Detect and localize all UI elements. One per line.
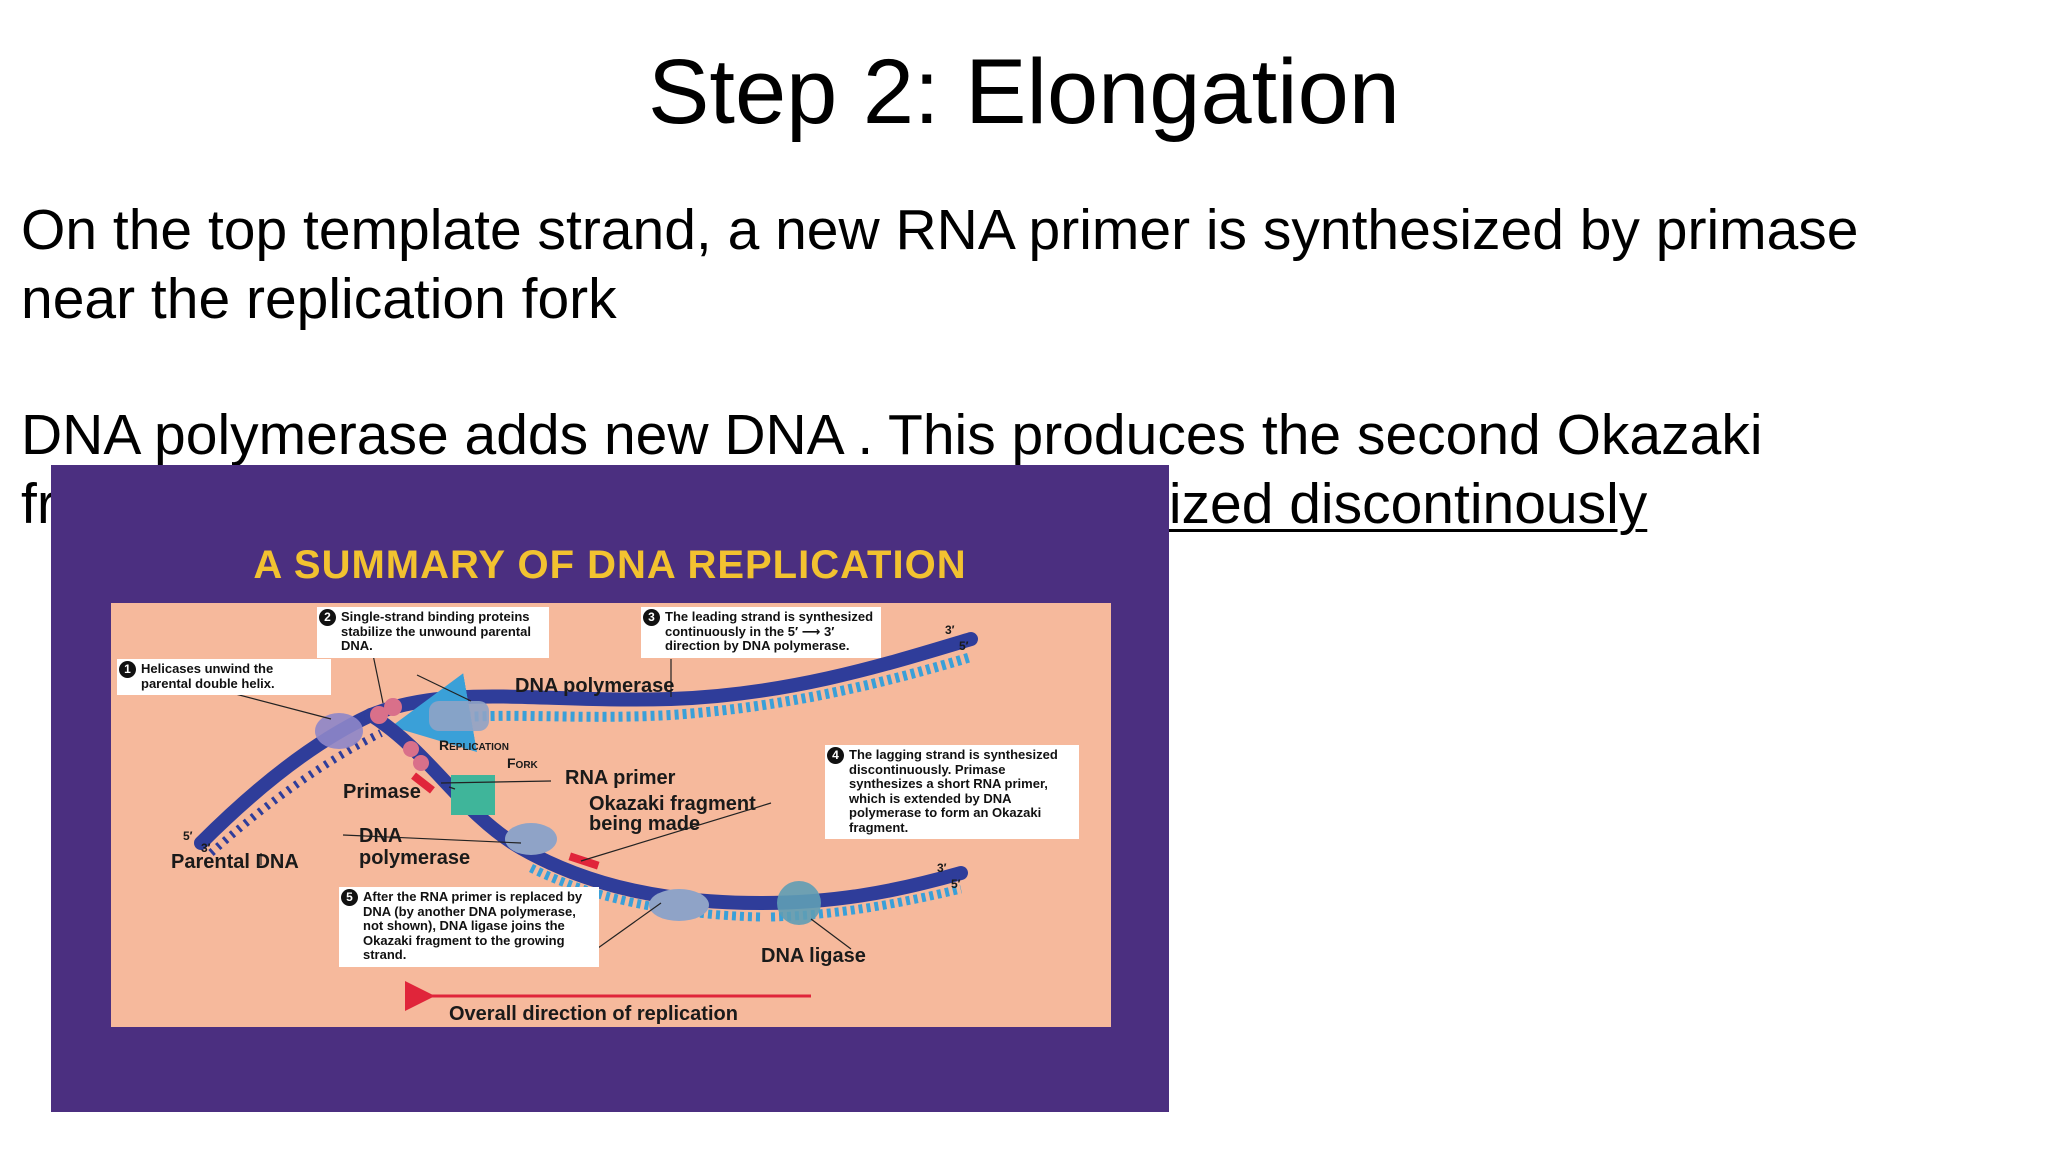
replication-diagram	[162, 632, 978, 1011]
callout-number: 1	[119, 661, 136, 678]
label-rna-primer: RNA primer	[565, 767, 676, 789]
dna-replication-figure: A SUMMARY OF DNA REPLICATION	[51, 465, 1169, 1112]
callout-text: The leading strand is synthesized contin…	[665, 609, 874, 653]
callout-number: 5	[341, 889, 358, 906]
label-primase: Primase	[343, 781, 421, 803]
paragraph-polymerase-line2-underlined: ized discontinously	[1168, 472, 1648, 536]
callout-4: 4 The lagging strand is synthesized disc…	[825, 745, 1079, 839]
label-5prime: 5′	[183, 829, 193, 843]
paragraph-primer: On the top template strand, a new RNA pr…	[21, 196, 1859, 334]
paragraph-polymerase-line2: fr ized discontinously	[21, 470, 1762, 539]
callout-text: The lagging strand is synthesized discon…	[849, 747, 1058, 835]
callout-text: After the RNA primer is replaced by DNA …	[363, 889, 583, 962]
rna-primer-lower	[568, 852, 600, 870]
helicase	[315, 713, 363, 749]
callout-2: 2 Single-strand binding proteins stabili…	[317, 607, 549, 658]
label-okazaki-line2: being made	[589, 813, 701, 835]
label-3prime: 3′	[945, 623, 955, 637]
label-5prime: 5′	[951, 877, 961, 891]
slide-title: Step 2: Elongation	[648, 41, 1400, 143]
pointer-line	[580, 802, 772, 862]
callout-number: 4	[827, 747, 844, 764]
label-3prime: 3′	[201, 841, 211, 855]
ssb-protein	[403, 741, 419, 757]
ssb-protein	[384, 698, 402, 716]
figure-title: A SUMMARY OF DNA REPLICATION	[253, 543, 967, 587]
figure-panel: 1 Helicases unwind the parental double h…	[111, 603, 1111, 1027]
ssb-protein	[413, 755, 429, 771]
paragraph-polymerase-line1: DNA polymerase adds new DNA . This produ…	[21, 403, 1763, 467]
pointer-line	[448, 786, 456, 790]
callout-number: 3	[643, 609, 660, 626]
label-dna-polymerase-top: DNA polymerase	[515, 675, 675, 697]
paragraph-primer-line1: On the top template strand, a new RNA pr…	[21, 198, 1859, 262]
callout-3: 3 The leading strand is synthesized cont…	[641, 607, 881, 658]
pointer-line	[342, 834, 522, 844]
pointer-line	[416, 674, 472, 702]
label-dna-polymerase-bottom-line2: polymerase	[359, 847, 471, 869]
callout-5: 5 After the RNA primer is replaced by DN…	[339, 887, 599, 967]
label-parental-dna: Parental DNA	[171, 851, 299, 873]
label-okazaki-line1: Okazaki fragment	[589, 793, 756, 815]
lagging-new-fragment-1	[528, 863, 762, 922]
lagging-dna-polymerase	[505, 823, 557, 855]
callout-text: Single-strand binding proteins stabilize…	[341, 609, 531, 653]
leading-dna-polymerase	[429, 701, 489, 731]
okazaki-polymerase	[649, 889, 709, 921]
paragraph-polymerase: DNA polymerase adds new DNA . This produ…	[21, 401, 1762, 539]
label-dna-ligase: DNA ligase	[761, 945, 866, 967]
pointer-line	[810, 918, 852, 950]
callout-text: Helicases unwind the parental double hel…	[141, 661, 275, 691]
label-dna-polymerase-bottom-line1: DNA	[359, 825, 403, 847]
pointer-line	[590, 902, 662, 954]
rna-primer-upper	[411, 772, 435, 794]
paragraph-polymerase-line2-start: fr	[21, 472, 56, 536]
callout-number: 2	[319, 609, 336, 626]
ssb-protein	[370, 706, 388, 724]
dna-ligase	[777, 881, 821, 925]
label-fork: Fork	[507, 755, 538, 771]
label-5prime: 5′	[959, 639, 969, 653]
lagging-template-strand	[364, 708, 968, 911]
primase	[451, 775, 495, 815]
label-3prime: 3′	[937, 861, 947, 875]
label-overall-direction: Overall direction of replication	[449, 1003, 738, 1025]
pointer-line	[440, 780, 552, 784]
paragraph-primer-line2: near the replication fork	[21, 267, 617, 331]
label-replication: Replication	[439, 737, 509, 753]
callout-1: 1 Helicases unwind the parental double h…	[117, 659, 331, 695]
